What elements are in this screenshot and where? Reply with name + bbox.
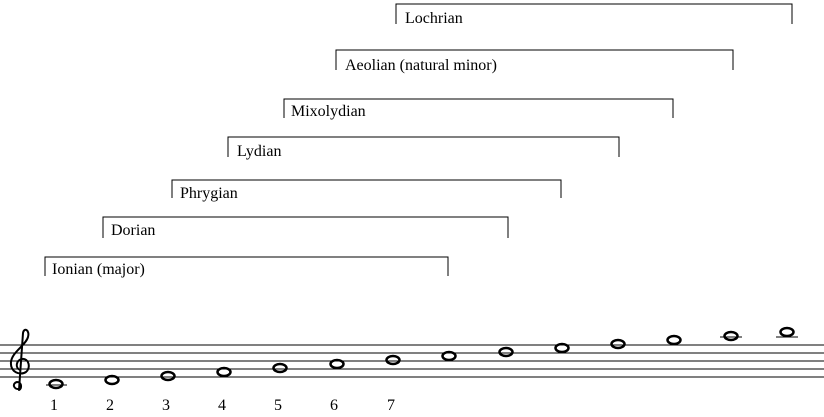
note-E5 xyxy=(554,342,570,354)
note-A5 xyxy=(723,330,739,342)
mode-label-lochrian: Lochrian xyxy=(405,10,463,27)
mode-bracket-phrygian: Phrygian xyxy=(171,179,562,202)
degree-label: 4 xyxy=(218,397,226,414)
note-E4 xyxy=(160,370,176,382)
mode-label-phrygian: Phrygian xyxy=(180,185,238,202)
degree-label: 3 xyxy=(162,397,170,414)
degree-label: 5 xyxy=(274,397,282,414)
treble-clef-icon xyxy=(9,328,30,391)
degree-label: 6 xyxy=(330,397,338,414)
mode-bracket-lochrian: Lochrian xyxy=(395,3,793,27)
degree-label: 7 xyxy=(387,397,395,414)
note-F5 xyxy=(610,338,626,350)
scale-degree-labels: 1 2 3 4 5 6 7 xyxy=(50,397,395,414)
note-F4 xyxy=(216,366,232,378)
note-G4 xyxy=(272,362,288,374)
note-B5 xyxy=(779,326,795,338)
mode-label-mixolydian: Mixolydian xyxy=(291,103,366,120)
degree-label: 2 xyxy=(106,397,114,414)
mode-bracket-lydian: Lydian xyxy=(227,136,620,160)
note-B4 xyxy=(385,354,401,366)
degree-label: 1 xyxy=(50,397,58,414)
note-C4 xyxy=(48,378,64,390)
mode-label-aeolian: Aeolian (natural minor) xyxy=(345,57,497,74)
mode-bracket-dorian: Dorian xyxy=(102,216,509,239)
mode-bracket-mixolydian: Mixolydian xyxy=(283,98,674,120)
scale-notes xyxy=(46,326,798,390)
mode-bracket-ionian: Ionian (major) xyxy=(44,256,449,278)
note-C5 xyxy=(441,350,457,362)
mode-bracket-aeolian: Aeolian (natural minor) xyxy=(335,49,734,74)
music-staff xyxy=(0,344,824,378)
mode-brackets: Ionian (major) Dorian Phrygian Lydian Mi… xyxy=(44,3,793,278)
note-G5 xyxy=(666,334,682,346)
note-D5 xyxy=(498,346,514,358)
mode-label-lydian: Lydian xyxy=(237,143,281,160)
note-A4 xyxy=(329,358,345,370)
mode-label-ionian: Ionian (major) xyxy=(52,261,145,278)
note-D4 xyxy=(104,374,120,386)
mode-label-dorian: Dorian xyxy=(111,222,155,239)
